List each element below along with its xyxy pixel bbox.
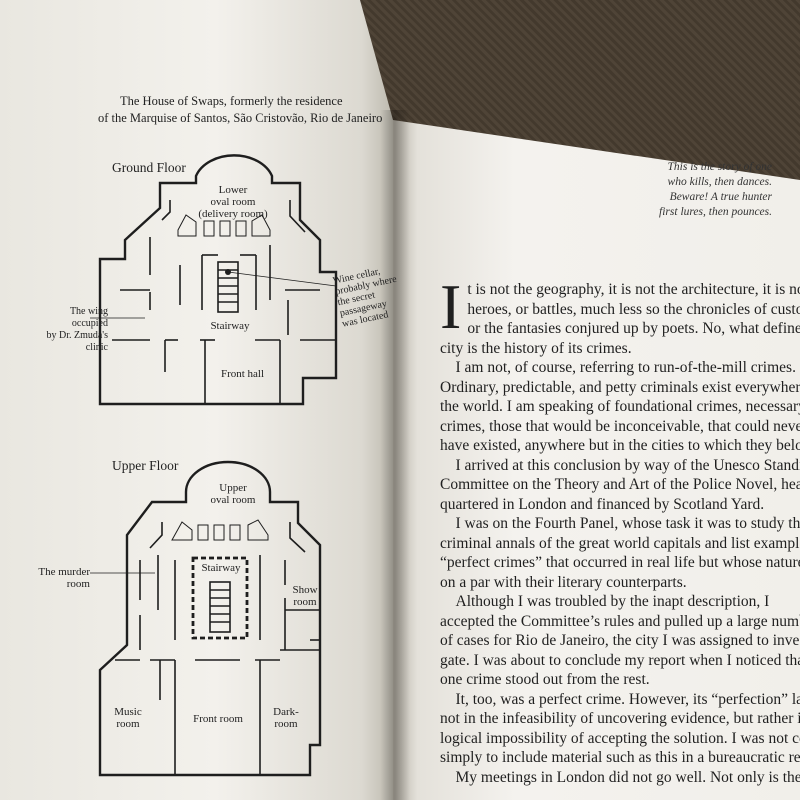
text-line: one crime stood out from the rest. bbox=[440, 671, 650, 688]
epigraph-line: who kills, then dances. bbox=[667, 176, 772, 188]
label-dark-room: Dark- room bbox=[273, 706, 299, 730]
label-ground-stairway: Stairway bbox=[210, 320, 250, 332]
epigraph-line: Beware! A true hunter bbox=[669, 191, 772, 203]
label-front-room: Front room bbox=[193, 713, 243, 725]
drop-cap: I bbox=[440, 271, 462, 342]
text-line: It, too, was a perfect crime. However, i… bbox=[455, 690, 800, 708]
body-lines: city is the history of its crimes. I am n… bbox=[440, 339, 800, 788]
text-line: My meetings in London did not go well. N… bbox=[455, 768, 800, 786]
chapter-body-text: I t is not the geography, it is not the … bbox=[440, 271, 800, 788]
book-gutter bbox=[380, 110, 410, 800]
text-line: Although I was troubled by the inapt des… bbox=[455, 593, 770, 610]
label-music-room: Music room bbox=[114, 706, 142, 730]
ground-floor-heading: Ground Floor bbox=[112, 160, 186, 175]
text-line: not in the infeasibility of uncovering e… bbox=[440, 710, 800, 727]
text-line: I was on the Fourth Panel, whose task it… bbox=[455, 515, 800, 532]
text-line: the world. I am speaking of foundational… bbox=[440, 398, 800, 415]
text-line: criminal annals of the great world capit… bbox=[440, 534, 800, 552]
text-line: city is the history of its crimes. bbox=[440, 339, 632, 357]
text-line: “perfect crimes” that occurred in real l… bbox=[440, 554, 800, 571]
label-wing-clinic: The wing occupied by Dr. Zmuda's clinic bbox=[46, 306, 108, 353]
text-line: gate. I was about to conclude my report … bbox=[440, 651, 800, 669]
epigraph-line: first lures, then pounces. bbox=[659, 206, 772, 218]
text-line: on a par with their literary counterpart… bbox=[440, 573, 687, 591]
text-line: of cases for Rio de Janeiro, the city I … bbox=[440, 632, 800, 649]
ground-floor-plan bbox=[98, 154, 338, 406]
epigraph-line: This is the story of one bbox=[667, 161, 772, 173]
text-line: have existed, anywhere but in the cities… bbox=[440, 437, 800, 454]
map-title-line-1: The House of Swaps, formerly the residen… bbox=[120, 94, 343, 108]
right-page bbox=[393, 120, 800, 800]
text-line: or the fantasies conjured up by poets. N… bbox=[467, 320, 800, 337]
map-title-line-2: of the Marquise of Santos, São Cristovão… bbox=[98, 111, 383, 125]
text-line: t is not the geography, it is not the ar… bbox=[467, 281, 800, 298]
text-line: I arrived at this conclusion by way of t… bbox=[455, 456, 800, 474]
left-page bbox=[0, 0, 393, 800]
label-upper-stairway: Stairway bbox=[201, 562, 241, 574]
text-line: Committee on the Theory and Art of the P… bbox=[440, 476, 800, 493]
text-line: simply to include material such as this … bbox=[440, 749, 800, 766]
text-line: I am not, of course, referring to run-of… bbox=[455, 359, 796, 376]
text-line: heroes, or battles, much less so the chr… bbox=[467, 300, 800, 318]
upper-floor-plan bbox=[98, 460, 322, 777]
label-lower-oval-room: Lower oval room (delivery room) bbox=[198, 184, 268, 220]
upper-floor-heading: Upper Floor bbox=[112, 458, 179, 473]
label-show-room: Show room bbox=[292, 584, 318, 608]
label-upper-oval-room: Upper oval room bbox=[210, 482, 256, 506]
text-line: crimes, those that would be inconceivabl… bbox=[440, 417, 800, 435]
label-front-hall: Front hall bbox=[220, 368, 265, 380]
text-line: accepted the Committee’s rules and pulle… bbox=[440, 612, 800, 630]
text-line: logical impossibility of accepting the s… bbox=[440, 729, 800, 747]
text-line: quartered in London and financed by Scot… bbox=[440, 495, 765, 513]
text-line: Ordinary, predictable, and petty crimina… bbox=[440, 378, 800, 396]
label-murder-room: The murder room bbox=[38, 566, 90, 590]
epigraph: This is the story of one who kills, then… bbox=[620, 160, 772, 220]
